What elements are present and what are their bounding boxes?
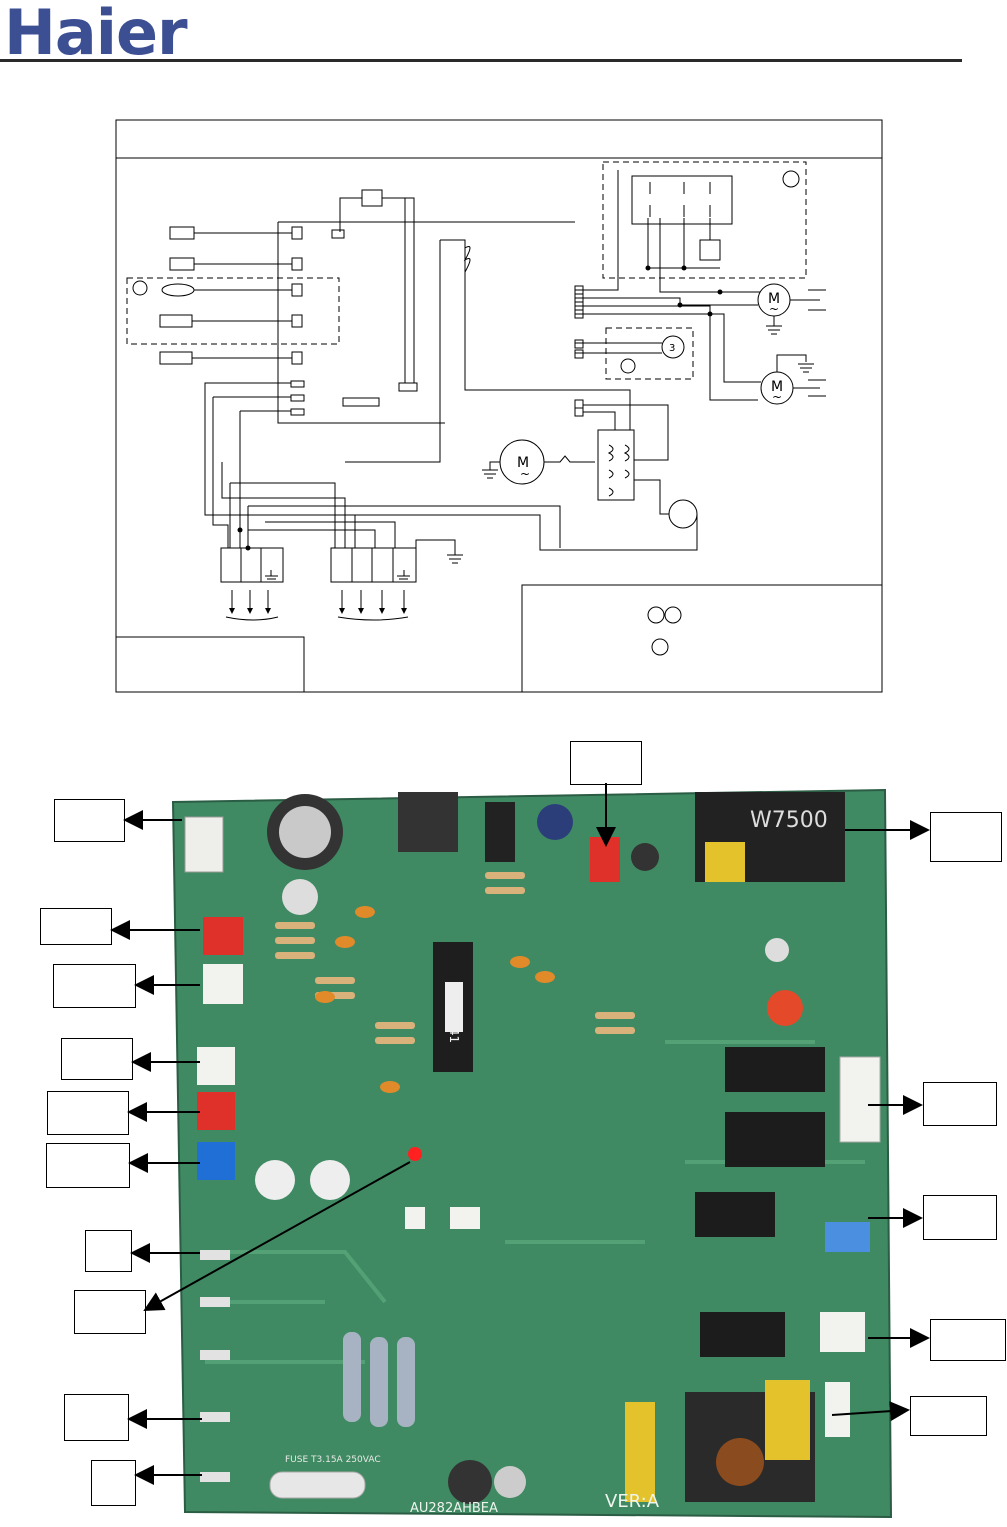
callout-box-right-2 <box>923 1082 997 1126</box>
callout-box-left-5 <box>47 1091 129 1135</box>
callout-box-left-1 <box>54 799 125 842</box>
callout-box-right-4 <box>930 1319 1006 1361</box>
board-connector-right-1 <box>839 1056 881 1143</box>
svg-text:3: 3 <box>669 343 675 354</box>
board-connector-white-right <box>820 1312 865 1352</box>
callout-box-right-1 <box>930 812 1002 862</box>
svg-text:M: M <box>771 379 783 395</box>
led-indicator <box>408 1147 422 1161</box>
board-connector-cn4 <box>825 1382 850 1437</box>
legend-right-box <box>521 584 883 693</box>
control-board-photo: W7500 9A41 FUSE T3.15A 250VAC <box>171 788 893 1519</box>
callout-box-right-3 <box>923 1195 997 1240</box>
board-connector-white-2 <box>203 964 243 1004</box>
svg-text:~: ~ <box>772 390 782 404</box>
board-connector-red-1 <box>203 917 243 955</box>
version-silkscreen: VER:A <box>605 1491 660 1512</box>
callout-box-left-10 <box>91 1460 136 1506</box>
board-connector-white-1 <box>184 816 224 873</box>
wiring-diagram: M~ M~ M~ 3 <box>115 119 883 693</box>
svg-text:M: M <box>768 291 780 307</box>
board-connector-blue-1 <box>197 1142 235 1180</box>
model-silkscreen: AU282AHBEA <box>410 1501 498 1516</box>
arrow-right-5 <box>831 1401 910 1422</box>
callout-box-top-center <box>570 741 642 785</box>
callout-box-right-5 <box>910 1396 987 1436</box>
board-connector-white-3 <box>197 1047 235 1085</box>
callout-box-left-3 <box>53 964 136 1008</box>
callout-box-left-6 <box>46 1143 130 1188</box>
legend-left-box <box>115 636 305 693</box>
callout-box-left-2 <box>40 908 112 945</box>
header-rule <box>0 59 962 62</box>
arrow-led <box>143 1161 411 1311</box>
callout-box-left-4 <box>61 1038 133 1080</box>
svg-text:M: M <box>517 455 529 471</box>
diagram-frame <box>115 119 883 693</box>
fuse-silkscreen: FUSE T3.15A 250VAC <box>285 1455 381 1465</box>
callout-box-left-8 <box>74 1290 146 1334</box>
svg-text:~: ~ <box>769 302 779 316</box>
svg-text:W7500: W7500 <box>750 808 828 833</box>
board-connector-red-2 <box>197 1092 235 1130</box>
svg-text:~: ~ <box>520 467 530 481</box>
board-connector-blue-2 <box>825 1222 870 1252</box>
callout-box-left-7 <box>85 1230 132 1272</box>
haier-logo: Haier <box>4 0 188 69</box>
